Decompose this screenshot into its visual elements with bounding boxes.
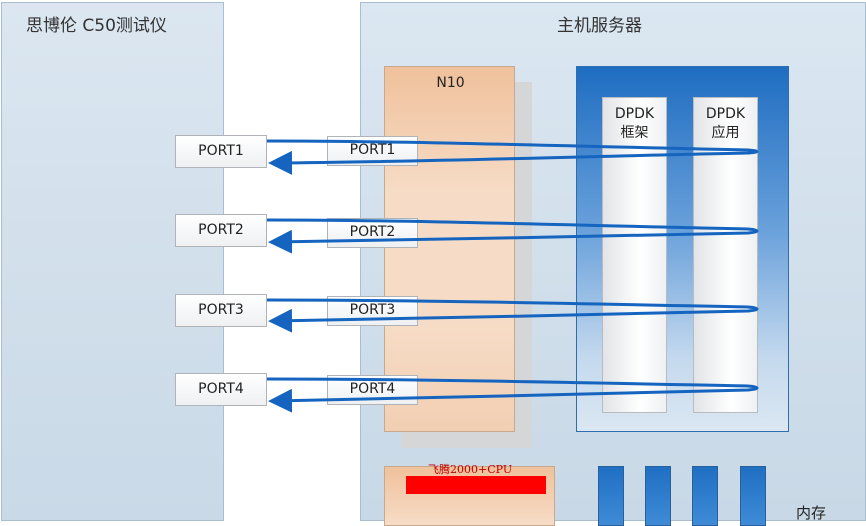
flow-loop-4 xyxy=(266,377,759,413)
cpu-label: 飞腾2000+CPU xyxy=(428,463,513,476)
dpdk-app-line1: DPDK xyxy=(705,106,746,122)
flow-loop-1 xyxy=(266,139,759,175)
tester-title: 思博伦 C50测试仪 xyxy=(26,16,167,36)
tester-port-2: PORT2 xyxy=(175,214,267,247)
flow-loop-3 xyxy=(266,298,759,333)
n10-port-2: PORT2 xyxy=(327,218,418,248)
tester-panel: 思博伦 C50测试仪 xyxy=(1,2,224,521)
memory-label: 内存 xyxy=(796,504,827,522)
tester-port-1: PORT1 xyxy=(175,135,267,168)
dpdk-framework-box: DPDK 框架 xyxy=(602,97,667,413)
dpdk-app-line2: 应用 xyxy=(711,125,740,141)
dpdk-framework-line2: 框架 xyxy=(620,125,649,141)
tester-port-3: PORT3 xyxy=(175,294,267,327)
memory-stick xyxy=(598,466,624,526)
flow-loop-2 xyxy=(266,218,759,254)
memory-stick xyxy=(740,466,766,526)
n10-label: N10 xyxy=(436,75,465,91)
n10-card: N10 xyxy=(384,66,515,432)
tester-port-4: PORT4 xyxy=(175,373,267,406)
cpu-redaction-bar xyxy=(406,476,546,494)
dpdk-framework-line1: DPDK xyxy=(614,106,655,122)
host-title: 主机服务器 xyxy=(557,16,642,36)
